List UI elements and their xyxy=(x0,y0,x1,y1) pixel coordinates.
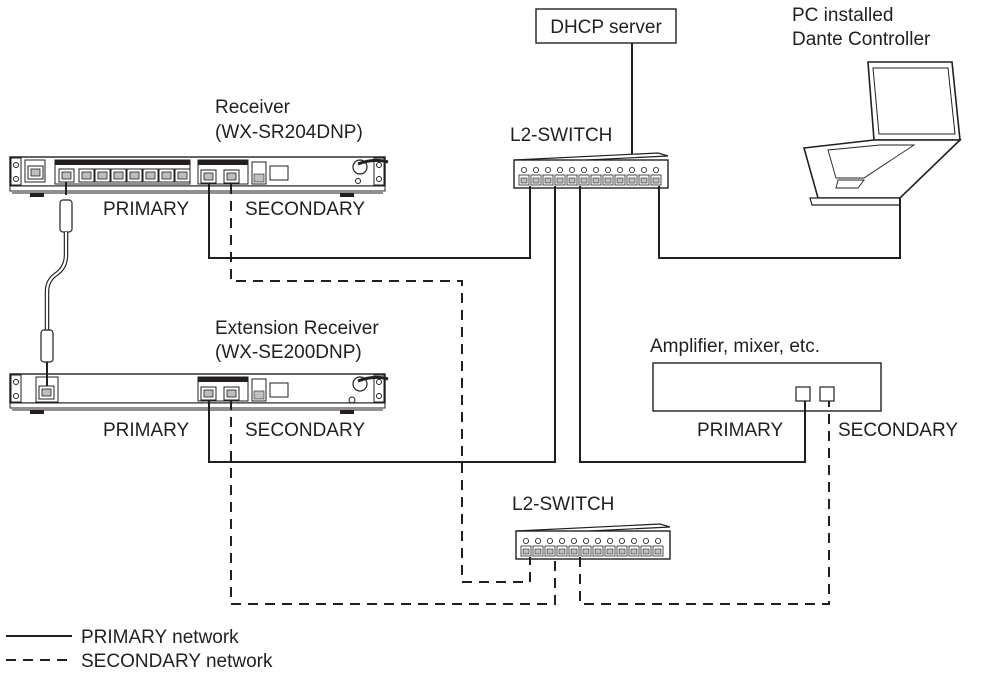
dhcp-server-label: DHCP server xyxy=(550,17,662,38)
receiver-title: Receiver xyxy=(215,97,291,118)
laptop-icon xyxy=(802,61,962,206)
extension-title: Extension Receiver xyxy=(215,318,379,339)
extension-secondary-label: SECONDARY xyxy=(245,420,365,441)
extension-primary-label: PRIMARY xyxy=(103,420,190,441)
amplifier-device xyxy=(652,362,882,412)
amplifier-secondary-label: SECONDARY xyxy=(838,420,958,441)
pc-label-line1: PC installed xyxy=(792,5,893,26)
secondary-network-lines xyxy=(230,184,830,605)
legend: PRIMARY network SECONDARY network xyxy=(6,627,273,672)
switch-top-label: L2-SWITCH xyxy=(510,125,612,146)
cascade-cable xyxy=(40,182,73,386)
receiver-secondary-label: SECONDARY xyxy=(245,199,365,220)
l2-switch-top xyxy=(513,152,669,189)
legend-primary-label: PRIMARY network xyxy=(81,627,239,648)
receiver-model: (WX-SR204DNP) xyxy=(215,122,363,143)
l2-switch-bottom xyxy=(515,523,671,560)
receiver-primary-label: PRIMARY xyxy=(103,199,190,220)
switch-top-ports xyxy=(518,166,662,186)
amplifier-primary-label: PRIMARY xyxy=(697,420,784,441)
receiver-device xyxy=(9,156,389,197)
primary-network-lines xyxy=(208,184,901,463)
extension-model: (WX-SE200DNP) xyxy=(215,342,362,363)
extension-receiver-device xyxy=(9,373,389,414)
amplifier-label: Amplifier, mixer, etc. xyxy=(650,336,820,357)
switch-bottom-label: L2-SWITCH xyxy=(512,494,614,515)
pc-label-line2: Dante Controller xyxy=(792,29,931,50)
legend-secondary-label: SECONDARY network xyxy=(81,651,273,672)
dhcp-server: DHCP server xyxy=(535,8,677,44)
